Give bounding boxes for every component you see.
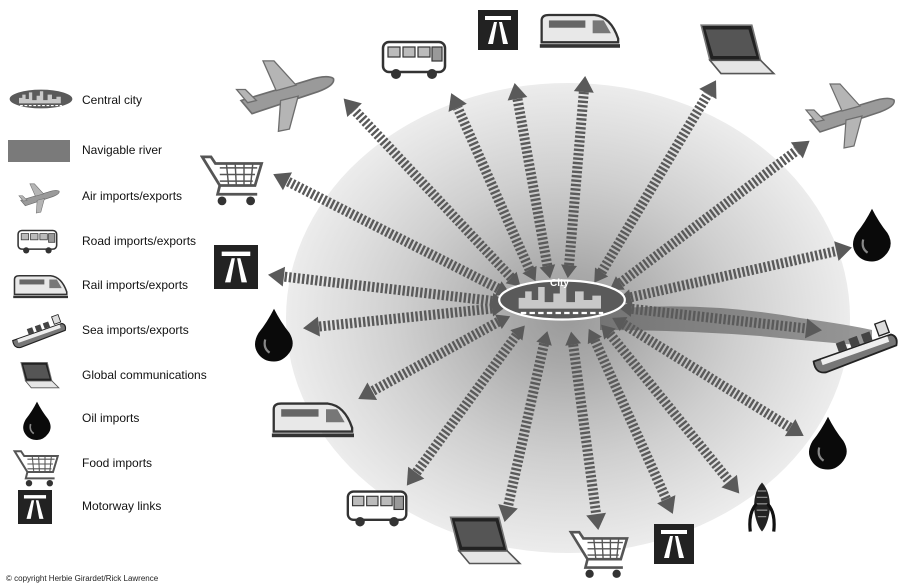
motorway-icon bbox=[654, 524, 694, 564]
arrow-in-head bbox=[618, 300, 633, 317]
oil-drop-icon bbox=[22, 400, 52, 440]
arrow-in-head bbox=[601, 324, 616, 340]
legend-item-air: Air imports/exports bbox=[18, 183, 182, 214]
legend-item-food: Food imports bbox=[13, 450, 152, 488]
arrow-in-head bbox=[565, 331, 582, 346]
arrow-in-head bbox=[561, 264, 578, 279]
legend-item-river: Navigable river bbox=[8, 140, 162, 162]
bus-icon bbox=[346, 490, 408, 528]
arrow-in-head bbox=[612, 317, 628, 332]
legend-label: Sea imports/exports bbox=[82, 323, 189, 337]
shopping-cart-icon bbox=[13, 450, 59, 488]
arrow-in-head bbox=[539, 264, 556, 279]
legend-label: Motorway links bbox=[82, 499, 161, 513]
arrow-out-3 bbox=[564, 76, 594, 266]
airplane-icon bbox=[235, 60, 335, 133]
legend-item-road: Road imports/exports bbox=[17, 229, 196, 255]
bus-icon bbox=[17, 229, 58, 255]
airplane-icon bbox=[18, 183, 60, 214]
legend-item-motorway: Motorway links bbox=[18, 490, 161, 524]
arrow-out-2 bbox=[507, 83, 553, 267]
arrow-out-12 bbox=[620, 319, 804, 437]
train-icon bbox=[538, 13, 620, 49]
laptop-icon bbox=[700, 24, 775, 75]
arrow-in-head bbox=[495, 314, 511, 329]
link-arrows bbox=[268, 76, 852, 530]
arrow-out-5 bbox=[617, 140, 810, 287]
arrow-in-head bbox=[536, 331, 552, 346]
arrow-in-head bbox=[594, 267, 609, 283]
arrow-out-9 bbox=[303, 303, 493, 337]
shopping-cart-icon bbox=[200, 155, 264, 207]
arrow-out-7 bbox=[268, 266, 493, 306]
legend-label: Navigable river bbox=[82, 143, 162, 157]
oil-drop-icon bbox=[851, 207, 892, 262]
arrow-out-6 bbox=[273, 172, 501, 293]
airplane-icon bbox=[805, 83, 895, 149]
train-icon bbox=[12, 274, 69, 299]
legend-item-oil: Oil imports bbox=[22, 400, 139, 440]
train-icon bbox=[270, 402, 354, 439]
ship-icon bbox=[12, 313, 67, 349]
motorway-icon bbox=[214, 245, 258, 289]
arrow-out-4 bbox=[597, 80, 717, 275]
arrow-in-head bbox=[522, 265, 537, 282]
arrow-out-11 bbox=[358, 317, 501, 401]
arrow-out-0 bbox=[343, 98, 515, 281]
legend-item-rail: Rail imports/exports bbox=[12, 274, 188, 299]
legend-label: Rail imports/exports bbox=[82, 278, 188, 292]
arrow-in-head bbox=[510, 325, 525, 341]
motorway-icon bbox=[478, 10, 518, 50]
legend-label: Central city bbox=[82, 93, 142, 107]
legend-label: Oil imports bbox=[82, 411, 139, 425]
arrow-out-16 bbox=[568, 343, 607, 530]
arrow-out-14 bbox=[606, 330, 740, 494]
motorway-icon bbox=[18, 490, 52, 524]
arrow-in-head bbox=[587, 328, 602, 345]
legend-label: Road imports/exports bbox=[82, 234, 196, 248]
arrow-in-head bbox=[491, 300, 506, 317]
legend-label: Global communications bbox=[82, 368, 207, 382]
laptop-icon bbox=[20, 362, 60, 389]
legend-item-sea: Sea imports/exports bbox=[12, 313, 189, 349]
arrow-out-1 bbox=[448, 93, 535, 272]
copyright-notice: © copyright Herbie Girardet/Rick Lawrenc… bbox=[6, 574, 159, 583]
legend-label: Food imports bbox=[82, 456, 152, 470]
city-skyline-icon bbox=[8, 88, 74, 110]
arrow-out-17 bbox=[590, 338, 676, 514]
arrow-out-15 bbox=[498, 342, 549, 522]
arrow-in-head bbox=[609, 276, 625, 291]
arrow-out-10 bbox=[631, 303, 822, 339]
legend-label: Air imports/exports bbox=[82, 189, 182, 203]
arrow-in-head bbox=[505, 271, 521, 287]
legend-item-central_city: Central city bbox=[8, 88, 142, 110]
legend-item-comms: Global communications bbox=[20, 362, 207, 389]
bus-icon bbox=[381, 40, 447, 81]
shopping-cart-icon bbox=[569, 530, 629, 580]
river-swatch bbox=[8, 140, 70, 162]
central-city: City bbox=[497, 278, 627, 321]
arrow-out-8 bbox=[629, 241, 852, 303]
arrow-out-13 bbox=[406, 332, 521, 486]
city-label: City bbox=[550, 278, 569, 289]
